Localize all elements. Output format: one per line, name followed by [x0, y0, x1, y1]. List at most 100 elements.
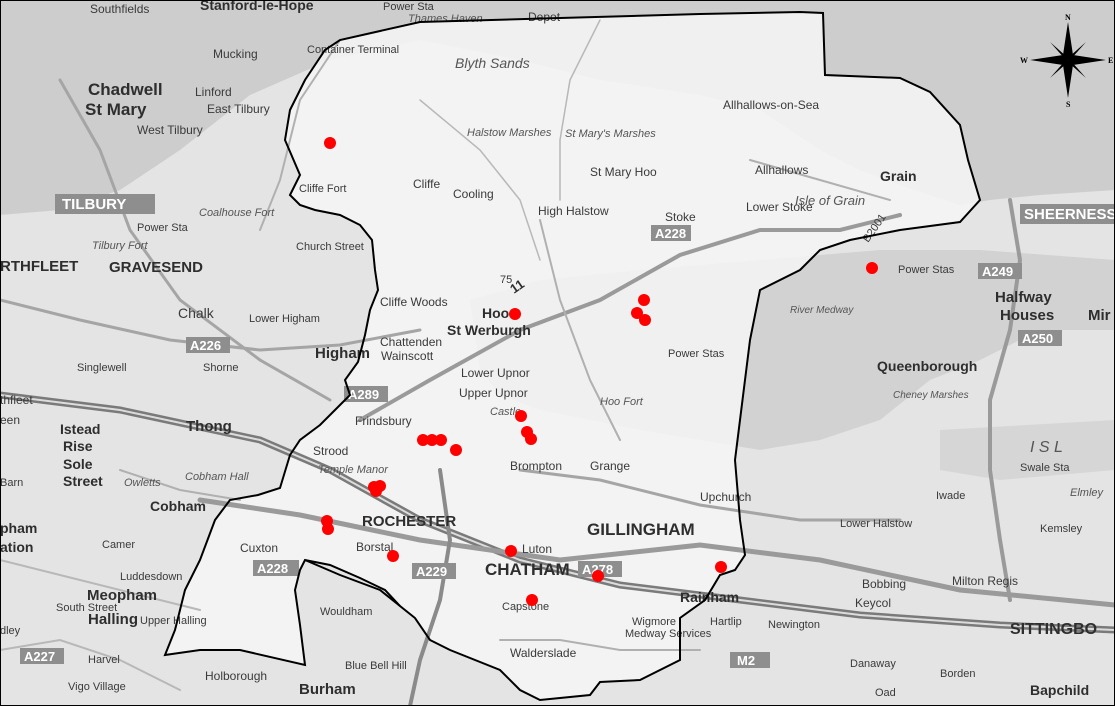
label-lower-halstow: Lower Halstow — [840, 518, 912, 530]
label-south-street: South Street — [56, 602, 117, 614]
label-luton: Luton — [522, 542, 552, 556]
label-borstal: Borstal — [356, 540, 393, 554]
label-coalhouse-fort: Coalhouse Fort — [199, 207, 275, 219]
label-upchurch: Upchurch — [700, 490, 751, 504]
label-meopham: Meopham — [87, 587, 157, 604]
site-marker[interactable] — [715, 561, 727, 573]
label-ation: ation — [0, 539, 33, 555]
label-gravesend: GRAVESEND — [109, 259, 203, 276]
site-marker[interactable] — [638, 294, 650, 306]
label-river-medway: River Medway — [790, 305, 854, 316]
label-owletts: Owletts — [124, 477, 161, 489]
label-street: Street — [63, 473, 103, 489]
label-rochester: ROCHESTER — [362, 513, 456, 530]
compass-e: E — [1108, 56, 1113, 65]
site-marker[interactable] — [509, 308, 521, 320]
label-upper-upnor: Upper Upnor — [459, 386, 528, 400]
medway-boundary-inner — [304, 559, 401, 607]
site-marker[interactable] — [525, 433, 537, 445]
site-marker[interactable] — [450, 444, 462, 456]
label-newington: Newington — [768, 619, 820, 631]
site-marker[interactable] — [866, 262, 878, 274]
road-a250: A250 — [1018, 330, 1062, 346]
label-walderslade: Walderslade — [510, 646, 577, 660]
label-bobbing: Bobbing — [862, 577, 906, 591]
label-west-tilbury: West Tilbury — [137, 123, 203, 137]
label-power-sta-top: Power Sta — [383, 1, 435, 13]
site-marker[interactable] — [370, 485, 382, 497]
site-marker[interactable] — [592, 570, 604, 582]
label-queenborough: Queenborough — [877, 358, 977, 374]
label-st-marys-marshes: St Mary's Marshes — [565, 128, 656, 140]
label-iwade: Iwade — [936, 490, 965, 502]
label-mucking: Mucking — [213, 47, 258, 61]
label-borden: Borden — [940, 668, 975, 680]
site-marker[interactable] — [639, 314, 651, 326]
label-castle: Castle — [490, 406, 521, 418]
site-markers[interactable] — [321, 137, 878, 606]
label-power-sta-tilbury: Power Sta — [137, 222, 189, 234]
label-allhallows: Allhallows — [755, 163, 808, 177]
compass-w: W — [1020, 56, 1028, 65]
label-halling: Halling — [88, 611, 138, 628]
label-allhallows-sea: Allhallows-on-Sea — [723, 98, 819, 112]
label-luddesdown: Luddesdown — [120, 571, 182, 583]
label-capstone: Capstone — [502, 601, 549, 613]
label-dley: dley — [0, 625, 21, 637]
label-grain: Grain — [880, 168, 917, 184]
label-barn: Barn — [0, 477, 23, 489]
road-a226: A226 — [186, 337, 230, 353]
label-bapchild: Bapchild — [1030, 682, 1089, 698]
label-power-stas-kingsnorth: Power Stas — [668, 348, 725, 360]
label-wigmore: Wigmore — [632, 616, 676, 628]
label-cobham-hall: Cobham Hall — [185, 471, 249, 483]
thames-estuary — [0, 0, 1115, 215]
label-east-tilbury: East Tilbury — [207, 102, 270, 116]
label-lower-higham: Lower Higham — [249, 313, 320, 325]
site-marker[interactable] — [631, 307, 643, 319]
label-swale-sta: Swale Sta — [1020, 462, 1070, 474]
site-marker[interactable] — [324, 137, 336, 149]
label-chatham: CHATHAM — [485, 560, 570, 579]
label-linford: Linford — [195, 85, 232, 99]
label-strood: Strood — [313, 444, 348, 458]
spot-height-75: 75 — [500, 274, 512, 286]
site-marker[interactable] — [387, 550, 399, 562]
label-thong: Thong — [186, 418, 232, 435]
label-sittingbourne: SITTINGBO — [1010, 621, 1097, 638]
site-marker[interactable] — [322, 523, 334, 535]
label-hoo: Hoo — [482, 305, 509, 321]
compass-s: S — [1066, 100, 1071, 109]
road-a289: A289 — [344, 386, 388, 402]
svg-text:A227: A227 — [24, 649, 55, 664]
label-temple-manor: Temple Manor — [318, 464, 389, 476]
label-milton-regis: Milton Regis — [952, 574, 1018, 588]
label-st-mary-hoo: St Mary Hoo — [590, 165, 657, 179]
road-a228-bottom: A228 — [253, 560, 299, 576]
road-a227: A227 — [20, 648, 64, 664]
label-frindsbury: Frindsbury — [355, 414, 412, 428]
label-hoo-fort: Hoo Fort — [600, 396, 644, 408]
svg-text:A250: A250 — [1022, 331, 1053, 346]
site-marker[interactable] — [515, 410, 527, 422]
site-marker[interactable] — [505, 545, 517, 557]
label-high-halstow: High Halstow — [538, 204, 609, 218]
site-marker[interactable] — [417, 434, 429, 446]
label-vigo-village: Vigo Village — [68, 681, 126, 693]
label-singlewell: Singlewell — [77, 362, 127, 374]
label-cliffe: Cliffe — [413, 177, 440, 191]
label-blue-bell-hill: Blue Bell Hill — [345, 660, 407, 672]
road-a229: A229 — [412, 563, 456, 579]
site-marker[interactable] — [526, 594, 538, 606]
site-marker[interactable] — [426, 434, 438, 446]
site-marker[interactable] — [435, 434, 447, 446]
label-halstow-marshes: Halstow Marshes — [467, 127, 552, 139]
svg-text:TILBURY: TILBURY — [62, 196, 126, 213]
label-chattenden: Chattenden — [380, 335, 442, 349]
road-shields: A228 A228 A249 A250 A226 A289 A229 A278 … — [20, 194, 1115, 668]
label-medway-services: Medway Services — [625, 628, 712, 640]
label-stoke: Stoke — [665, 210, 696, 224]
